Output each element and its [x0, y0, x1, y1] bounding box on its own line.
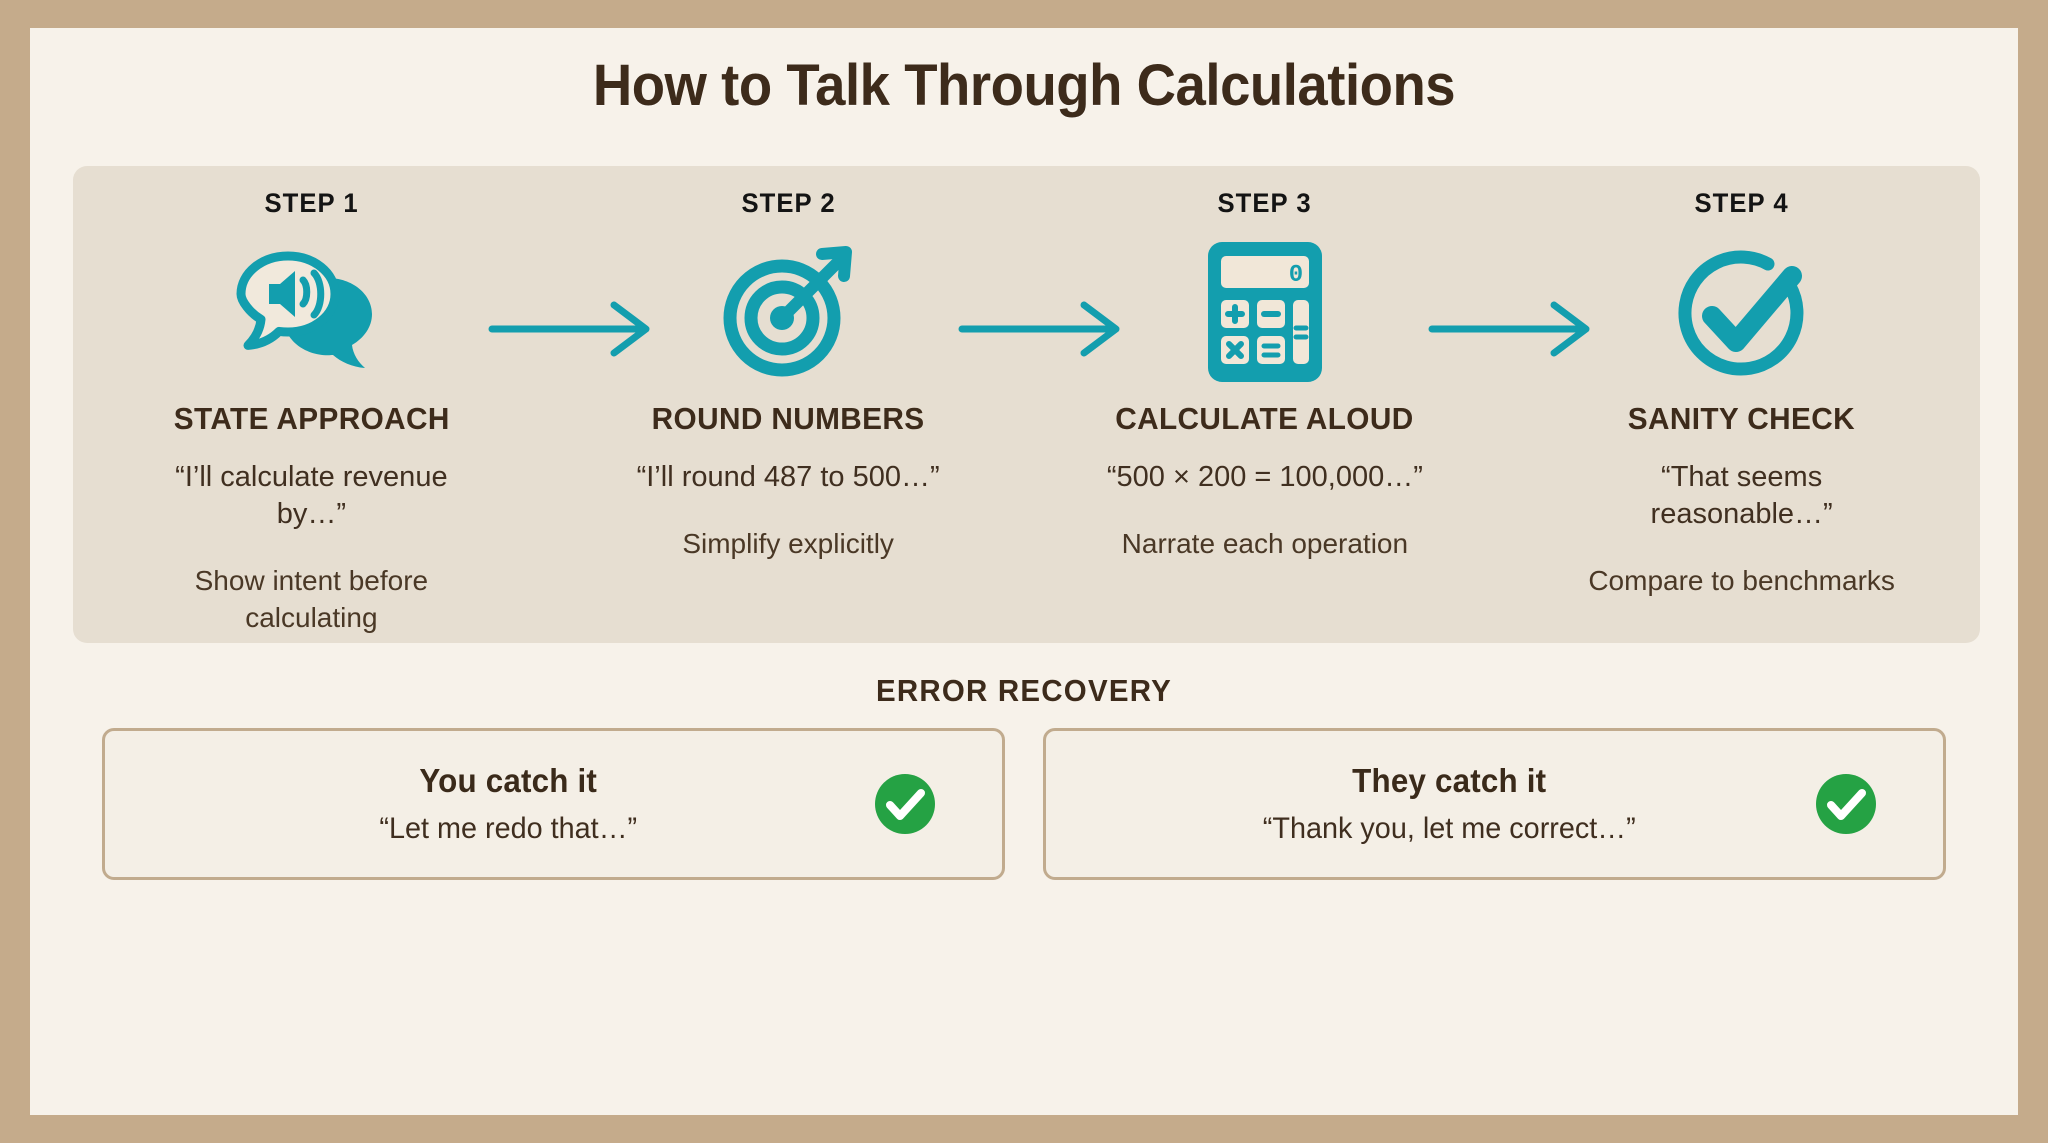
step-desc-3: Narrate each operation [1121, 528, 1409, 560]
step-desc-2: Simplify explicitly [682, 528, 894, 560]
page-title: How to Talk Through Calculations [592, 53, 1456, 118]
steps-row: STEP 1 STATE APPROACH [73, 166, 1980, 643]
error-recovery-card-text-2: They catch it “Thank you, let me correct… [1255, 762, 1733, 846]
step-column-1: STEP 1 STATE APPROACH [73, 166, 550, 636]
circle-check-icon [1503, 237, 1980, 387]
step-quote-4: “That seems reasonable…” [1650, 461, 1833, 531]
calculator-display-value: 0 [1289, 262, 1303, 289]
step-column-3: STEP 3 0 [1027, 166, 1504, 563]
step-desc-1: Show intent before calculating [194, 565, 429, 633]
step-quote-1: “I’ll calculate revenue by…” [175, 461, 448, 531]
error-recovery-card-they-catch-it[interactable]: They catch it “Thank you, let me correct… [1043, 728, 1946, 880]
error-recovery-cards: You catch it “Let me redo that…” They ca… [102, 728, 1946, 880]
error-recovery-card-quote-2: “Thank you, let me correct…” [1263, 812, 1636, 845]
green-check-badge-icon-2 [1815, 773, 1877, 835]
steps-panel: STEP 1 STATE APPROACH [73, 166, 1980, 643]
calculator-icon: 0 [1027, 237, 1504, 387]
step-column-2: STEP 2 ROUND NUMBERS “I’ll round 487 to … [550, 166, 1027, 563]
green-check-badge-icon-1 [874, 773, 936, 835]
step-label-3: STEP 3 [1217, 188, 1312, 218]
infographic-page: How to Talk Through Calculations STEP 1 [30, 28, 2018, 1115]
step-label-4: STEP 4 [1694, 188, 1789, 218]
target-arrow-icon [550, 237, 1027, 387]
speech-bubble-speaker-icon [73, 237, 550, 387]
step-column-4: STEP 4 SANITY CHECK “That seems reasonab… [1503, 166, 1980, 600]
error-recovery-heading: ERROR RECOVERY [875, 673, 1173, 708]
error-recovery-card-you-catch-it[interactable]: You catch it “Let me redo that…” [102, 728, 1005, 880]
step-quote-3: “500 × 200 = 100,000…” [1106, 461, 1423, 493]
step-title-4: SANITY CHECK [1627, 401, 1856, 436]
step-label-1: STEP 1 [264, 188, 359, 218]
step-title-1: STATE APPROACH [173, 401, 450, 436]
error-recovery-card-title-1: You catch it [419, 762, 598, 799]
step-desc-4: Compare to benchmarks [1588, 565, 1895, 597]
step-title-3: CALCULATE ALOUD [1115, 401, 1415, 436]
error-recovery-card-text-1: You catch it “Let me redo that…” [374, 762, 732, 846]
step-label-2: STEP 2 [741, 188, 836, 218]
step-title-2: ROUND NUMBERS [651, 401, 925, 436]
error-recovery-card-title-2: They catch it [1352, 762, 1547, 799]
error-recovery-card-quote-1: “Let me redo that…” [379, 812, 638, 845]
step-quote-2: “I’ll round 487 to 500…” [636, 461, 940, 493]
